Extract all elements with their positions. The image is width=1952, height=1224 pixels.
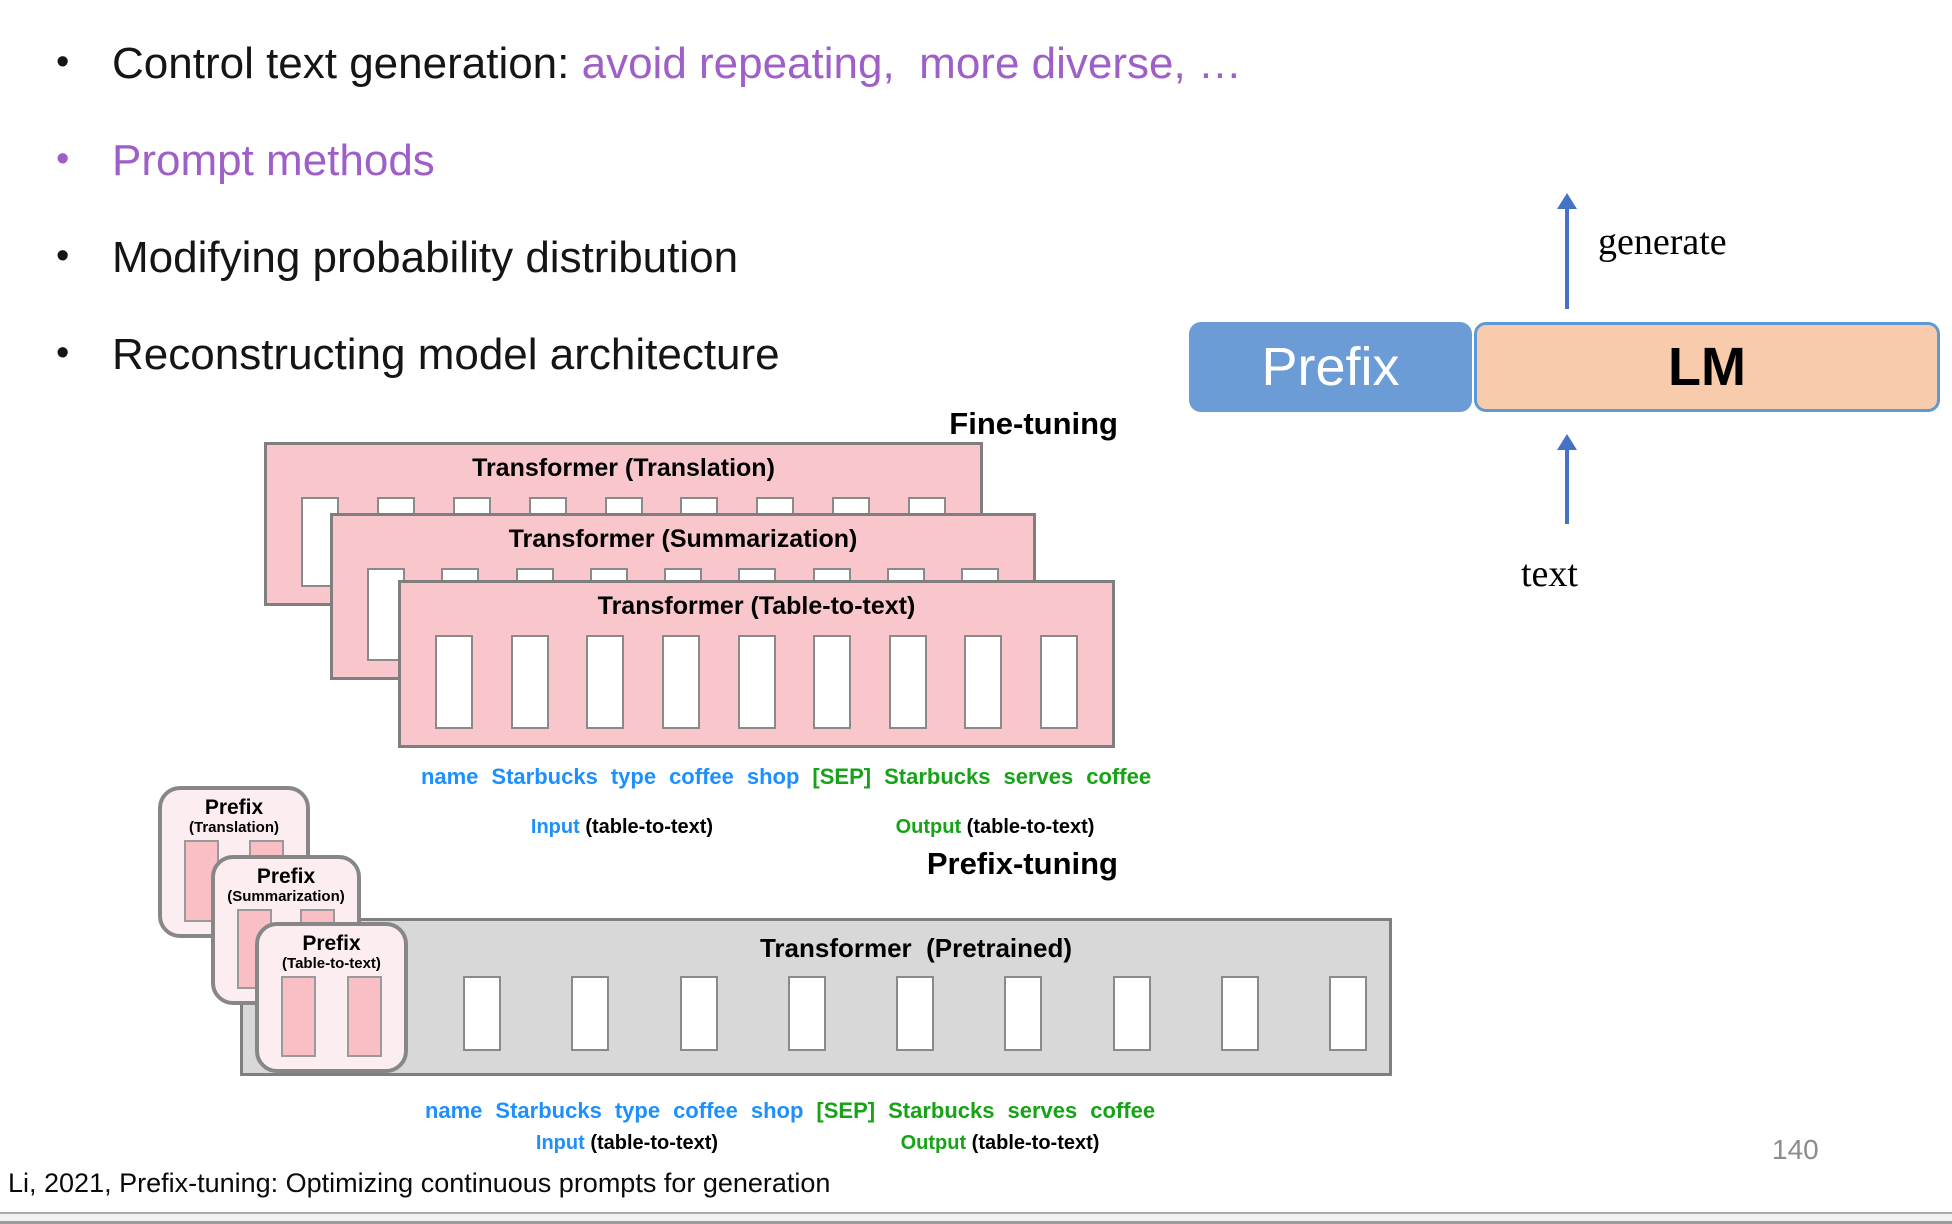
bullet-item-control-text-generation: • Control text generation: avoid repeatin… [56,36,1242,91]
token: coffee [673,1098,738,1123]
bullet-item-reconstructing-architecture: • Reconstructing model architecture [56,327,780,382]
bullet-text: Modifying probability distribution [112,233,739,282]
bullet-text-highlight: avoid repeating, more diverse, … [581,39,1242,88]
input-suffix: (table-to-text) [584,1132,719,1154]
slot-row [281,976,382,1057]
output-word: Output [895,816,962,838]
input-word: Input [535,1132,585,1154]
token: type [610,764,657,789]
prefix-box-table-to-text: Prefix (Table-to-text) [255,922,408,1073]
white-slot [964,635,1003,729]
white-slot [737,635,776,729]
input-label: Input (table-to-text) [536,1132,718,1155]
token: Starbucks [495,1098,602,1123]
panel-title: Transformer (Summarization) [508,525,858,553]
token-row: name Starbucks type coffee shop [SEP] Starbuck… [425,1098,1155,1124]
generate-label: generate [1598,221,1727,263]
input-suffix: (table-to-text) [579,816,714,838]
footer-divider [0,1212,1952,1214]
lm-box: LM [1474,322,1940,412]
white-slot [1220,976,1259,1051]
white-slot [787,976,826,1051]
slot-row [401,635,1112,729]
white-slot [586,635,625,729]
page-number: 140 [1772,1134,1819,1165]
pink-slot [347,976,382,1057]
bullet-dot: • [56,41,70,83]
bullet-dot: • [56,138,70,180]
bullet-item-prompt-methods: • Prompt methods [56,133,435,188]
generate-arrow-line [1565,207,1569,309]
prefix-box-title: Prefix [256,865,316,888]
token-row: name Starbucks type coffee shop [SEP] Starbuck… [421,764,1151,790]
white-slot [1329,976,1367,1051]
transformer-pretrained-panel: Transformer (Pretrained) [240,918,1392,1076]
output-suffix: (table-to-text) [966,1132,1100,1154]
token: [SEP] [816,1098,876,1123]
token: Starbucks [888,1098,995,1123]
white-slot [679,976,718,1051]
text-arrow-line [1565,448,1569,524]
bullet-text: Reconstructing model architecture [112,330,780,379]
white-slot [571,976,610,1051]
bullet-text: Control text generation: [112,39,582,88]
token: coffee [1090,1098,1156,1123]
bullet-dot: • [56,332,70,374]
output-suffix: (table-to-text) [961,816,1095,838]
input-word: Input [530,816,580,838]
token: shop [746,764,800,789]
prefix-box: Prefix [1189,322,1472,412]
token: name [420,764,479,789]
output-word: Output [900,1132,967,1154]
bullet-dot: • [56,235,70,277]
token: Starbucks [491,764,598,789]
white-slot [1004,976,1043,1051]
white-slot [813,635,852,729]
fine-tuning-heading: Fine-tuning [949,406,1118,441]
bullet-text: Prompt methods [112,136,435,185]
prefix-box-subtitle: (Translation) [188,819,279,837]
bottom-band [0,1214,1952,1224]
citation-text: Li, 2021, Prefix-tuning: Optimizing cont… [8,1168,831,1198]
prefix-box-subtitle: (Summarization) [227,888,345,906]
white-slot [510,635,549,729]
text-label: text [1521,553,1578,595]
white-slot [661,635,700,729]
text-arrow-head [1557,434,1577,450]
white-slot [1040,635,1078,729]
panel-title: Transformer (Table-to-text) [597,592,916,620]
prefix-box-title: Prefix [302,932,361,955]
output-label: Output (table-to-text) [896,816,1095,839]
input-label: Input (table-to-text) [531,816,713,839]
panel-title: Transformer (Translation) [472,454,775,482]
token: shop [750,1098,804,1123]
white-slot [888,635,927,729]
white-slot [435,635,473,729]
output-label: Output (table-to-text) [901,1132,1100,1155]
token: serves [1003,764,1074,789]
token: Starbucks [884,764,991,789]
pink-slot [281,976,316,1057]
white-slot [896,976,934,1051]
prefix-tuning-heading: Prefix-tuning [926,846,1118,881]
prefix-box-label: Prefix [1261,337,1400,397]
token: coffee [1086,764,1152,789]
panel-title: Transformer (Pretrained) [759,933,1073,963]
prefix-box-title: Prefix [204,796,264,819]
prefix-box-subtitle: (Table-to-text) [282,955,381,973]
slot-row [463,976,1367,1051]
transformer-panel-table-to-text: Transformer (Table-to-text) [398,580,1115,748]
bullet-item-modifying-probability: • Modifying probability distribution [56,230,738,285]
lm-box-label: LM [1668,337,1746,397]
white-slot [463,976,501,1051]
token: type [614,1098,661,1123]
generate-arrow-head [1557,193,1577,209]
token: coffee [669,764,734,789]
token: serves [1007,1098,1078,1123]
token: [SEP] [812,764,872,789]
white-slot [1112,976,1151,1051]
token: name [424,1098,483,1123]
